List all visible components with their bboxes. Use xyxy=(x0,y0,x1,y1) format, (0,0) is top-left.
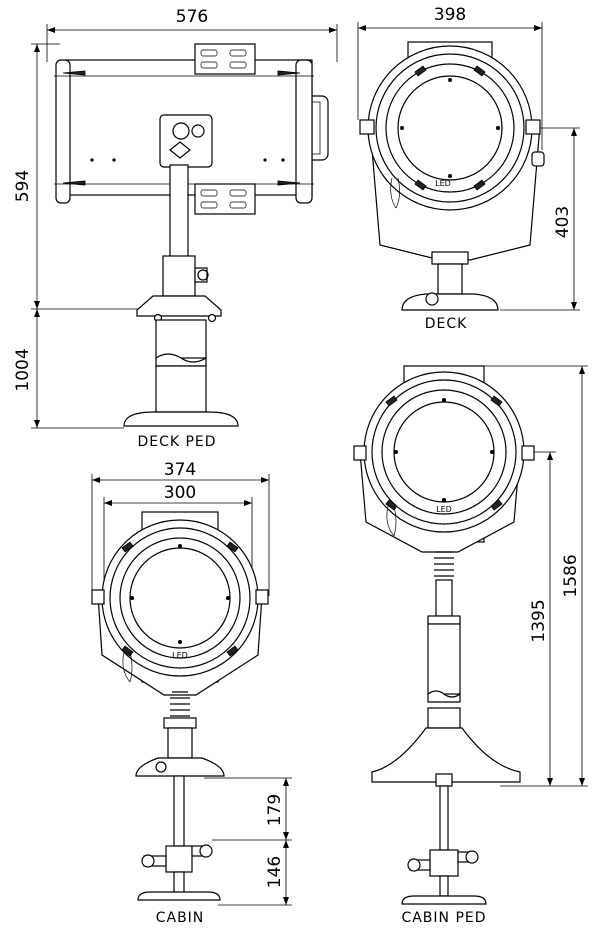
dim-403-text: 403 xyxy=(553,206,573,238)
deck-lamp: LED xyxy=(359,41,545,311)
dim-146-text: 146 xyxy=(265,856,285,888)
dim-403: 403 xyxy=(500,127,580,311)
dim-576: 576 xyxy=(46,7,338,62)
dim-1004: 1004 xyxy=(13,309,124,429)
dim-146: 146 xyxy=(218,840,292,906)
dim-179: 179 xyxy=(204,777,292,841)
label-cabin-ped: CABIN PED xyxy=(401,910,486,926)
dim-1004-text: 1004 xyxy=(13,348,33,391)
dim-594: 594 xyxy=(13,43,140,310)
view-deck-ped: 576 594 1004 xyxy=(13,7,338,450)
view-deck: 398 403 LED xyxy=(357,5,580,332)
cabin-led-marking: LED xyxy=(172,651,188,660)
dim-374: 374 xyxy=(91,460,270,596)
dim-374-text: 374 xyxy=(164,460,196,480)
label-deck-ped: DECK PED xyxy=(137,434,216,450)
cabin-ped-led-marking: LED xyxy=(436,505,452,514)
dim-179-text: 179 xyxy=(265,794,285,826)
dim-1395-text: 1395 xyxy=(529,599,549,642)
view-cabin-ped: 1395 1586 LED xyxy=(353,365,588,926)
dim-398-text: 398 xyxy=(434,5,466,25)
deck-led-marking: LED xyxy=(435,179,451,188)
dim-1395: 1395 xyxy=(500,451,556,787)
dim-594-text: 594 xyxy=(13,170,33,202)
dim-398: 398 xyxy=(357,5,543,150)
cabin-lamp: LED xyxy=(91,511,269,901)
view-cabin: 374 300 179 146 xyxy=(91,460,292,926)
dim-300-text: 300 xyxy=(164,483,196,503)
dim-1586: 1586 xyxy=(482,365,588,787)
label-cabin: CABIN xyxy=(156,910,205,926)
cabin-ped-lamp: LED xyxy=(353,365,535,905)
label-deck: DECK xyxy=(425,316,468,332)
deck-ped-pedestal xyxy=(123,114,239,427)
dim-1586-text: 1586 xyxy=(561,554,581,597)
dim-576-text: 576 xyxy=(176,7,208,27)
